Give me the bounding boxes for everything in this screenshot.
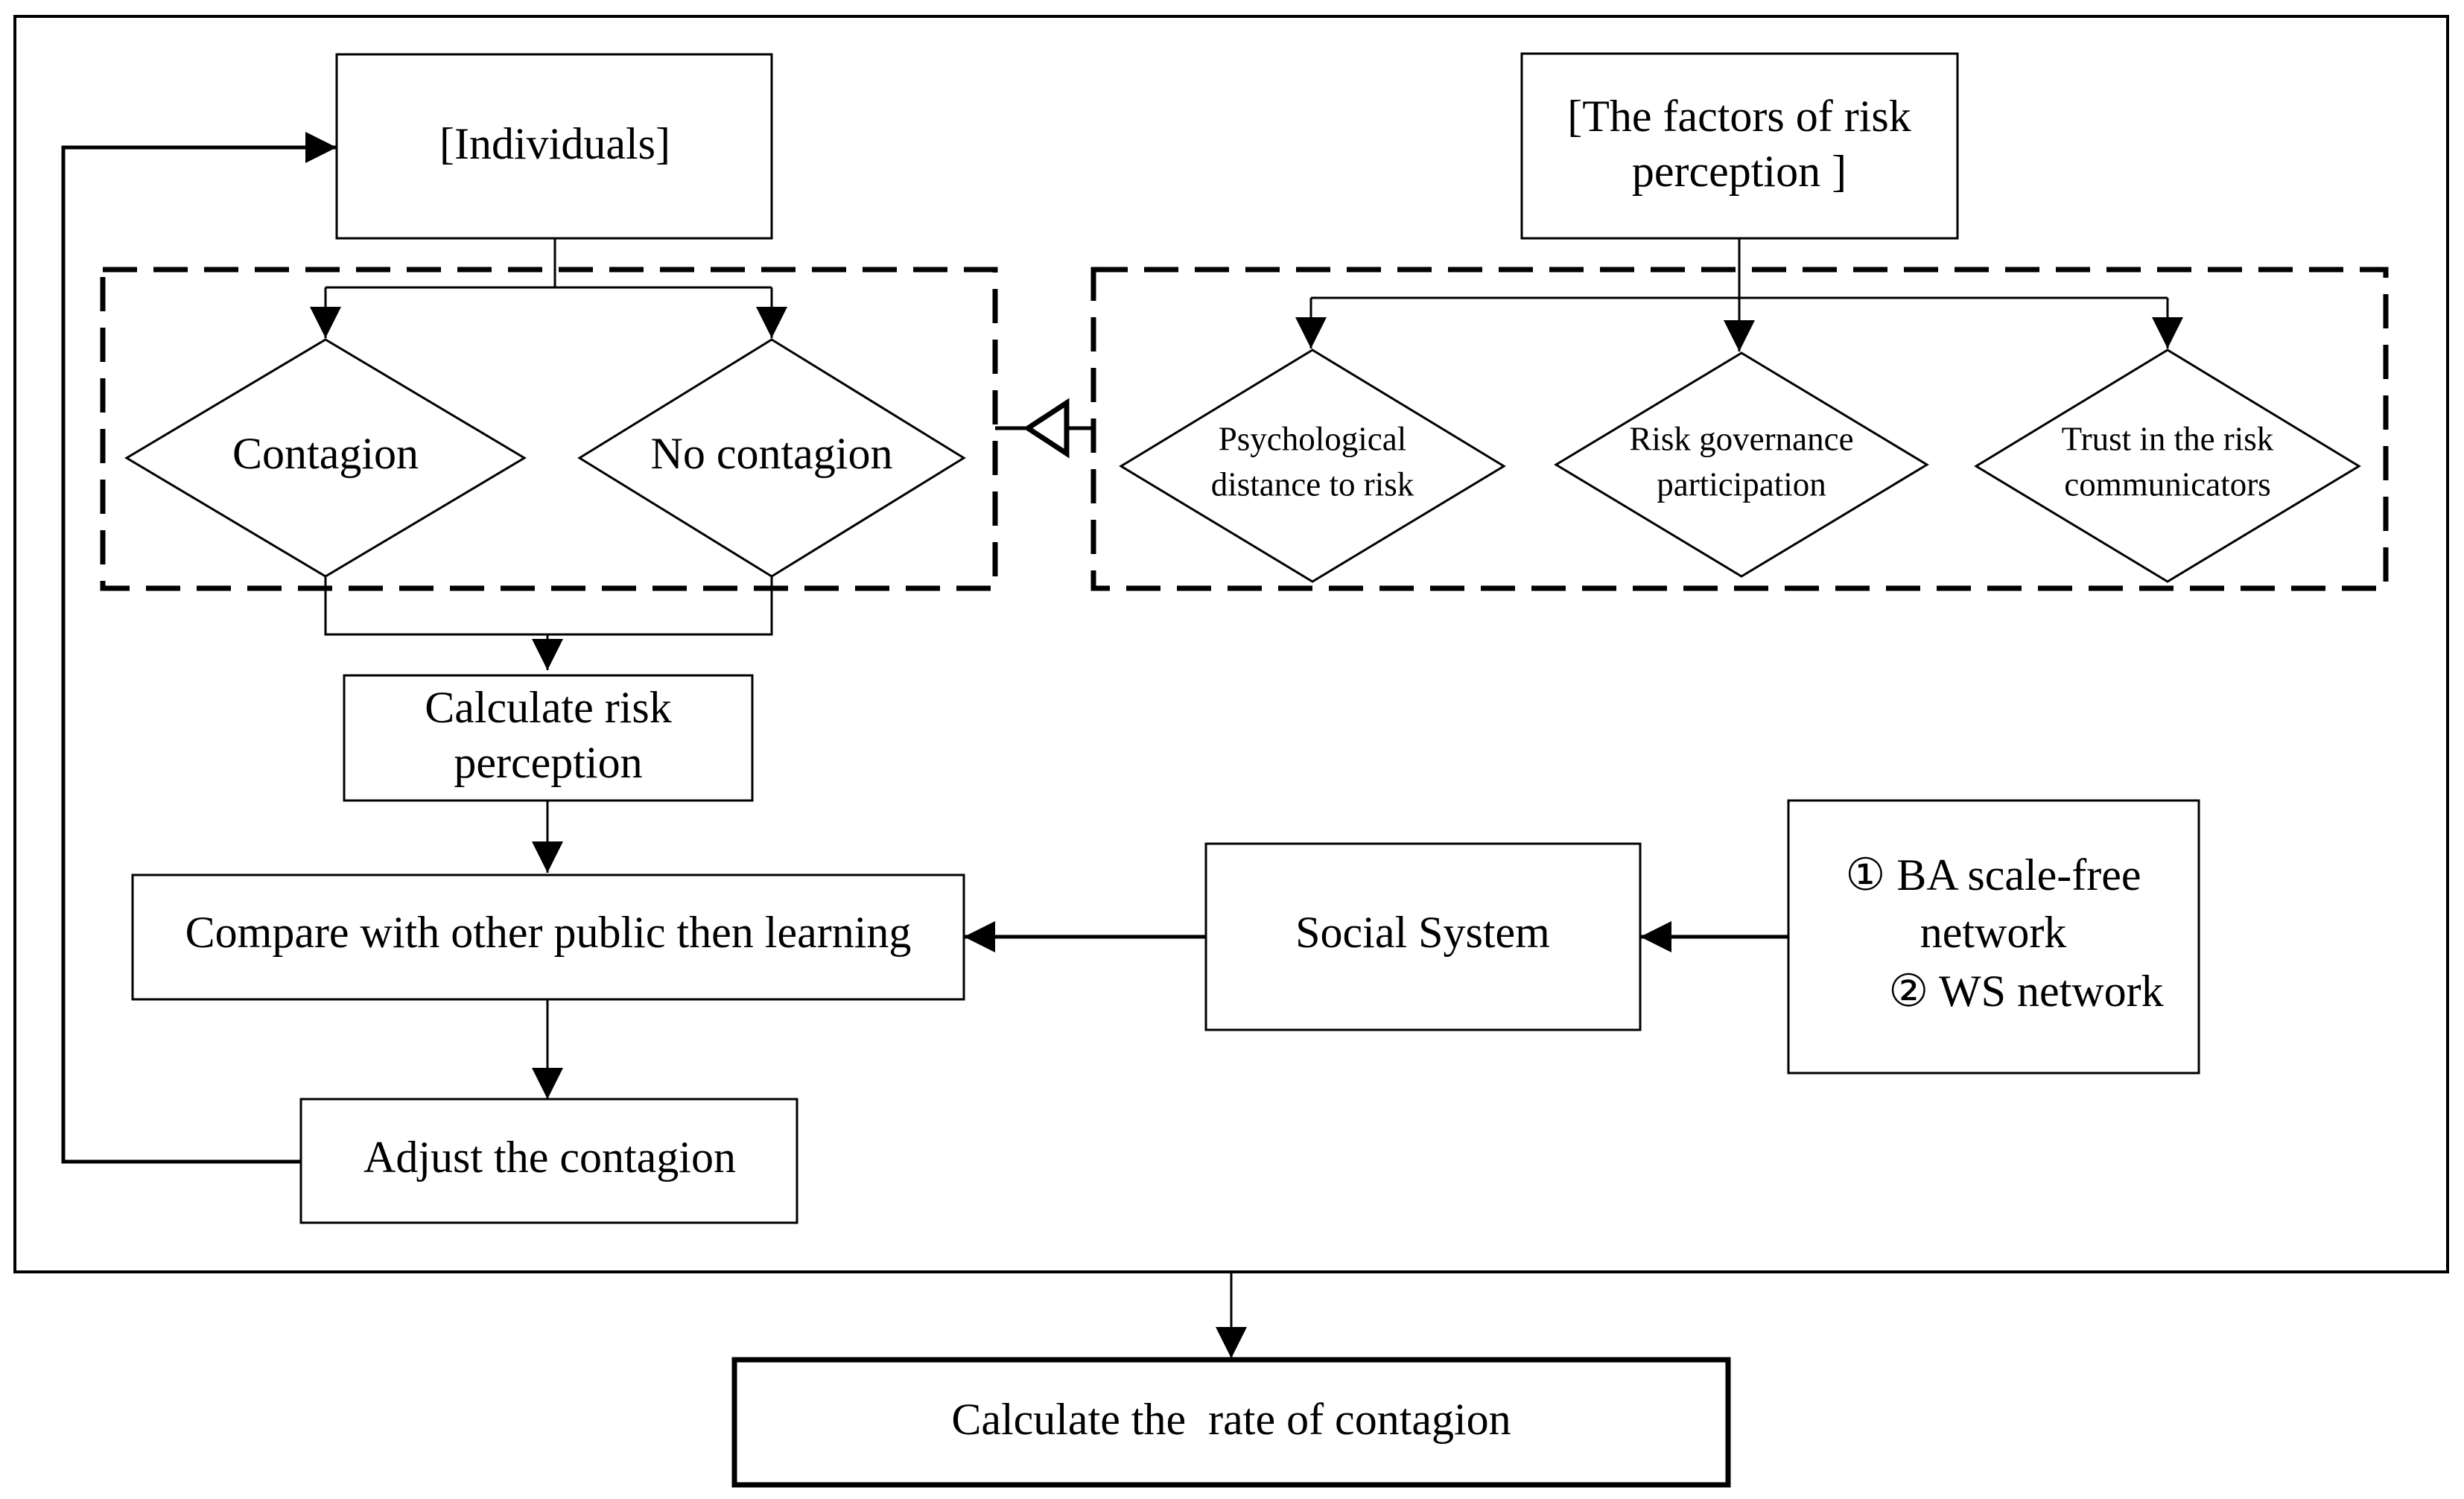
factors-label-line1: [The factors of risk [1567,92,1911,141]
networks-box [1787,799,2200,1075]
networks-label-line3: ② WS network [1888,967,2163,1016]
connector-diamonds-merge [324,575,773,670]
adjust-label: Adjust the contagion [363,1133,736,1182]
no-contagion-diamond [577,338,966,578]
psych-distance-label-line2: distance to risk [1211,465,1414,503]
contagion-label: Contagion [232,429,419,478]
networks-label-line1: ① BA scale-free [1846,850,2141,900]
influence-triangle [1023,398,1070,459]
calc-rate-label: Calculate the rate of contagion [951,1395,1511,1444]
trust-label-line2: communicators [2064,465,2270,503]
risk-governance-diamond [1554,351,1929,578]
adjust-box [299,1098,798,1224]
risk-governance-label-line2: participation [1657,465,1826,503]
contagion-group-frame [100,267,998,591]
compare-label: Compare with other public then learning [185,908,912,957]
factors-label-line2: perception ] [1632,147,1847,196]
factors-box [1520,52,1959,240]
psych-distance-diamond [1119,349,1506,583]
trust-diamond [1974,349,2361,583]
individuals-box [335,53,773,240]
compare-box [131,873,965,1001]
risk-governance-label-line1: Risk governance [1629,420,1853,457]
calc-rate-box [731,1357,1731,1488]
connector-individuals-split [326,238,772,289]
feedback-loop-arrow [61,132,337,1164]
social-system-label: Social System [1295,908,1550,957]
calc-risk-label-line1: Calculate risk [425,683,672,732]
trust-label-line1: Trust in the risk [2062,420,2274,457]
no-contagion-label: No contagion [651,429,893,478]
psych-distance-label-line1: Psychological [1219,420,1406,457]
calc-risk-box [343,674,754,802]
contagion-diamond [124,338,527,578]
calc-risk-label-line2: perception [454,738,642,787]
social-system-box [1204,842,1642,1031]
individuals-label: [Individuals] [439,119,670,168]
networks-label-line2: network [1920,908,2067,957]
